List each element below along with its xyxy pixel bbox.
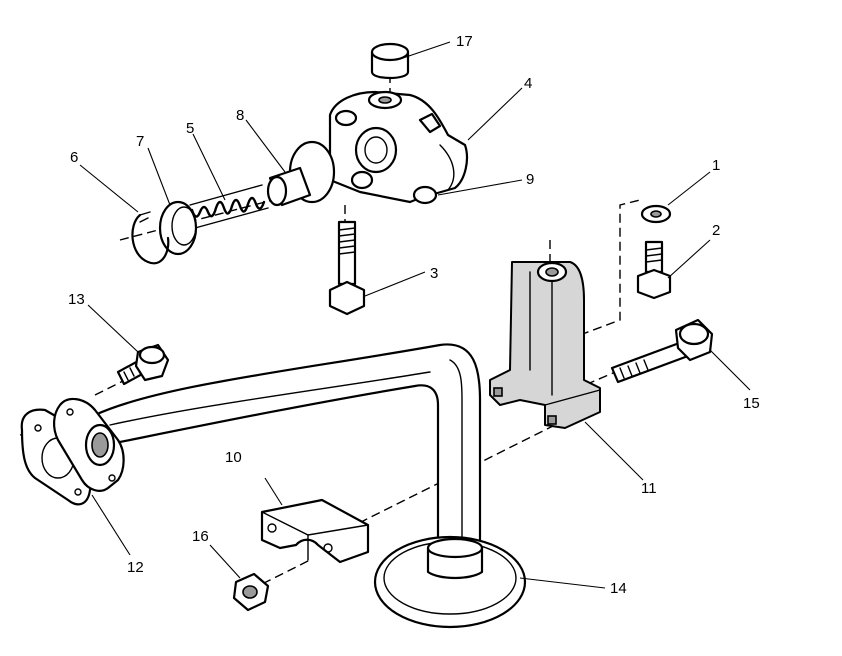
relief-spring [189,184,269,229]
bracket-bolt [610,318,714,384]
clamp-nut [232,572,270,612]
oil-pump-body [328,90,469,205]
relief-plunger [266,140,336,207]
callout-10: 10 [225,449,242,466]
callout-labels: 1 2 3 4 5 6 7 8 9 10 11 12 13 14 15 16 1… [68,33,760,597]
callout-8: 8 [236,107,244,124]
spring-retainer [158,200,198,256]
callout-13: 13 [68,291,85,308]
callout-3: 3 [430,265,438,282]
oil-pickup-tube [93,343,482,550]
callout-9: 9 [526,171,534,188]
oil-strainer [373,535,527,629]
callout-6: 6 [70,149,78,166]
callout-14: 14 [610,580,627,597]
callout-5: 5 [186,120,194,137]
callout-15: 15 [743,395,760,412]
leader-lines [79,41,751,589]
callout-4: 4 [524,75,532,92]
pump-mount-bolt [328,220,366,316]
callout-7: 7 [136,133,144,150]
bracket-mount-bolt [636,240,672,300]
callout-2: 2 [712,222,720,239]
callout-1: 1 [712,157,720,174]
callout-12: 12 [127,559,144,576]
flange-bolt [116,343,170,386]
pipe-flange [53,397,125,492]
relief-cap [370,42,410,80]
washer [640,204,672,224]
assembly-guide-lines [19,60,641,591]
callout-11: 11 [641,480,657,497]
callout-17: 17 [456,33,473,50]
mounting-bracket [489,261,601,429]
support-clamp [260,498,370,564]
snap-ring [131,211,170,265]
callout-16: 16 [192,528,209,545]
